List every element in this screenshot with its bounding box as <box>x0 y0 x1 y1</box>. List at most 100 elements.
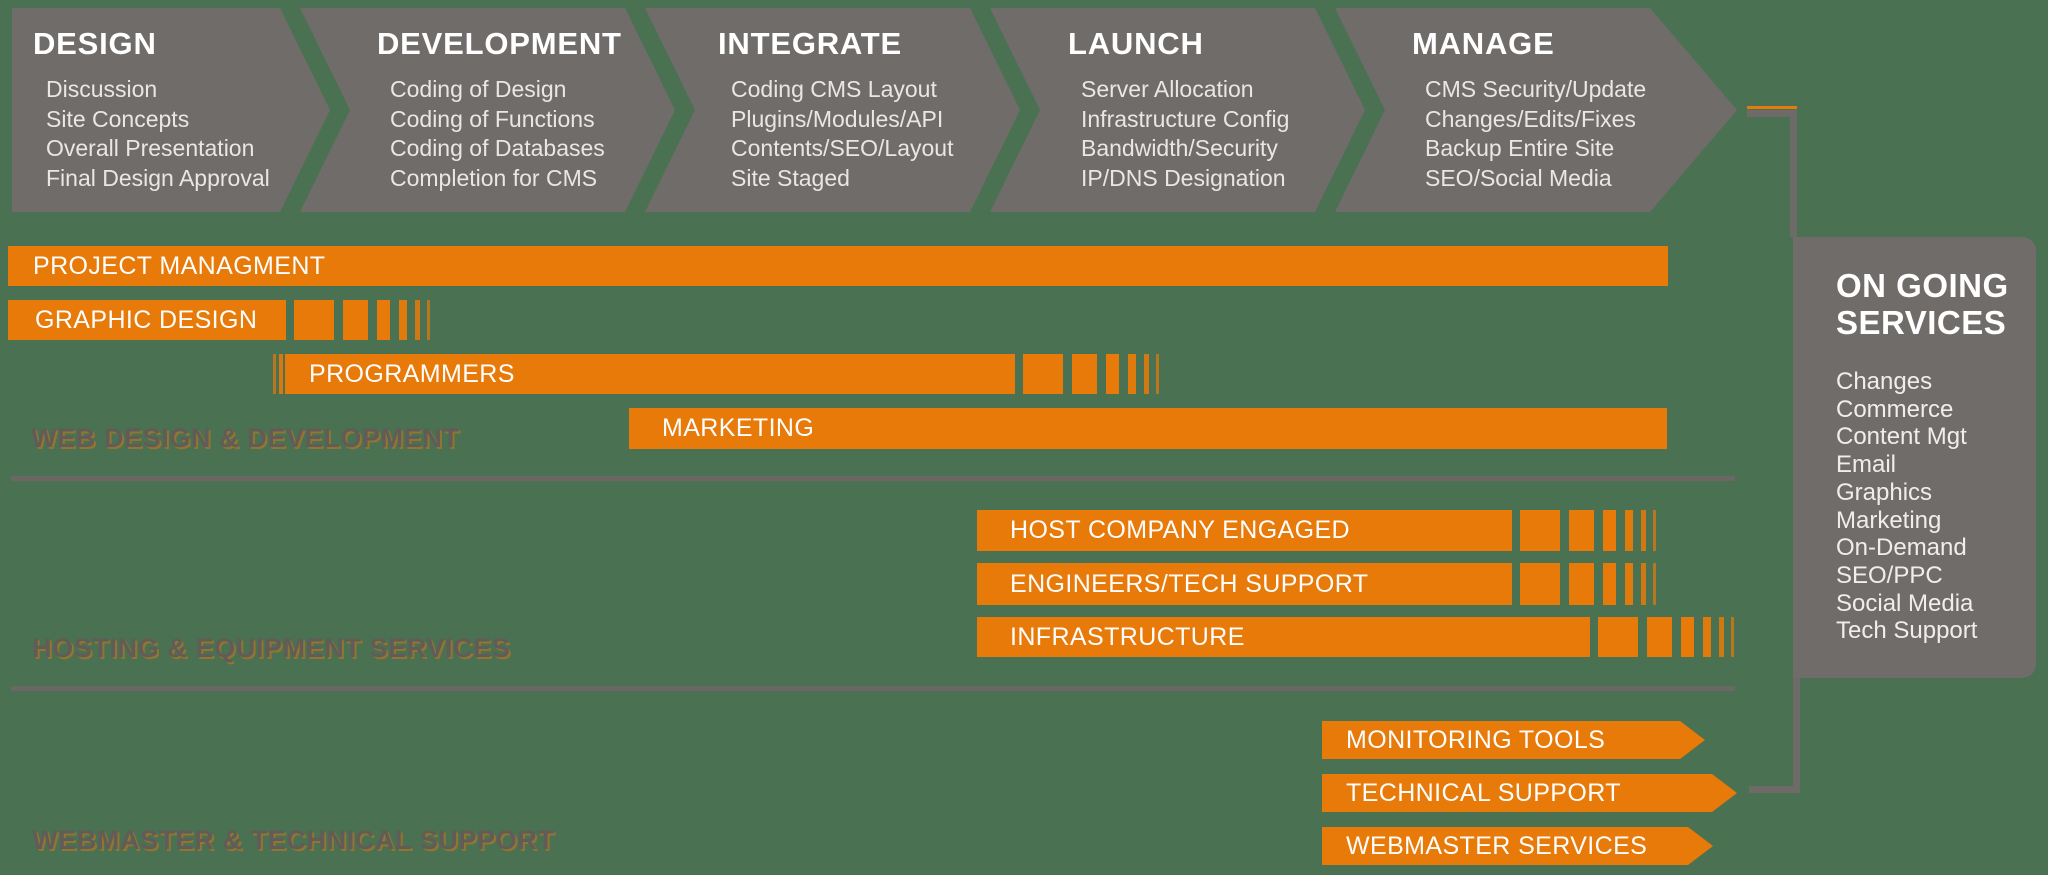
ongoing-item: Marketing <box>1836 506 1942 534</box>
gantt-bar-label: GRAPHIC DESIGN <box>35 305 258 334</box>
section-divider-2 <box>11 686 1735 691</box>
gantt-bar-fade-dash <box>1603 510 1616 551</box>
phase-chevron-launch: LAUNCH Server Allocation Infrastructure … <box>990 8 1365 212</box>
phase-item-list: Coding CMS Layout Plugins/Modules/API Co… <box>718 75 1020 193</box>
phase-item: Coding of Functions <box>390 105 595 132</box>
gantt-bar-fade-dash <box>1603 563 1616 605</box>
ongoing-item: Email <box>1836 451 1897 479</box>
phase-item: Site Concepts <box>46 105 190 132</box>
gantt-bar-marketing: MARKETING <box>629 408 1667 449</box>
phase-item: Changes/Edits/Fixes <box>1425 105 1636 132</box>
phase-item-list: Server Allocation Infrastructure Config … <box>1068 75 1365 193</box>
gantt-bar-label: HOST COMPANY ENGAGED <box>1010 516 1351 544</box>
gantt-bar-fade-dash <box>1719 617 1724 657</box>
phase-item-list: CMS Security/Update Changes/Edits/Fixes … <box>1412 75 1737 193</box>
connector-top-vertical <box>1790 110 1797 237</box>
gantt-bar-fade-dash <box>343 300 368 340</box>
gantt-bar-fade-dash <box>1569 563 1594 605</box>
gantt-bar-fade-dash <box>294 300 334 340</box>
gantt-bar-fade-dash <box>273 354 276 394</box>
gantt-bar-engineers-tech-support: ENGINEERS/TECH SUPPORT <box>977 563 1512 605</box>
section-label-web-design: WEB DESIGN & DEVELOPMENT <box>31 423 460 453</box>
gantt-bar-fade-dash <box>279 354 283 394</box>
gantt-bar-fade-dash <box>1641 510 1646 551</box>
phase-title: DEVELOPMENT <box>377 26 622 61</box>
phase-chevron-development: DEVELOPMENT Coding of Design Coding of F… <box>300 8 675 212</box>
ongoing-item: SEO/PPC <box>1836 561 1943 589</box>
phase-item: Coding of Databases <box>390 135 605 161</box>
ongoing-title-line1: ON GOING <box>1836 267 2009 304</box>
phase-title: LAUNCH <box>1068 26 1204 61</box>
phase-item: Backup Entire Site <box>1425 135 1615 161</box>
phase-title: INTEGRATE <box>718 26 903 61</box>
gantt-bar-fade-dash <box>1128 354 1136 394</box>
gantt-bar-fade-dash <box>1569 510 1594 551</box>
gantt-bar-host-company-engaged: HOST COMPANY ENGAGED <box>977 510 1512 551</box>
gantt-bar-label: ENGINEERS/TECH SUPPORT <box>1010 569 1369 598</box>
gantt-bar-fade-dash <box>1641 563 1646 605</box>
phase-chevron-design: DESIGN Discussion Site Concepts Overall … <box>12 8 330 212</box>
phase-item: SEO/Social Media <box>1425 164 1612 191</box>
phase-title: MANAGE <box>1412 26 1555 61</box>
gantt-bar-fade-dash <box>1681 617 1694 657</box>
ongoing-item: Commerce <box>1836 395 1954 423</box>
phase-item: Site Staged <box>731 164 850 191</box>
connector-bottom-vertical <box>1793 678 1800 790</box>
gantt-bar-label: WEBMASTER SERVICES <box>1346 831 1648 860</box>
gantt-bar-label: INFRASTRUCTURE <box>1010 622 1245 651</box>
gantt-bar-fade-dash <box>427 300 430 340</box>
phase-item: IP/DNS Designation <box>1081 164 1286 191</box>
gantt-bar-fade-dash <box>1653 510 1656 551</box>
gantt-bar-fade-dash <box>415 300 420 340</box>
gantt-bar-project-management: PROJECT MANAGMENT <box>8 246 1668 286</box>
gantt-bar-fade-dash <box>1703 617 1711 657</box>
gantt-bar-label: TECHNICAL SUPPORT <box>1346 778 1621 807</box>
gantt-bar-fade-dash <box>1106 354 1119 394</box>
ongoing-services-title: ON GOING SERVICES <box>1836 267 2026 341</box>
phase-item-list: Discussion Site Concepts Overall Present… <box>33 75 330 193</box>
phase-item: Contents/SEO/Layout <box>731 135 954 161</box>
connector-top-accent <box>1747 106 1797 109</box>
gantt-bar-fade-dash <box>399 300 407 340</box>
gantt-bar-fade-dash <box>1647 617 1672 657</box>
phase-item: Final Design Approval <box>46 164 270 191</box>
gantt-bar-fade-dash <box>377 300 390 340</box>
phase-title: DESIGN <box>33 26 157 61</box>
phase-item: Server Allocation <box>1081 76 1254 102</box>
section-divider-1 <box>11 476 1735 481</box>
phase-item: Discussion <box>46 76 158 102</box>
phase-item: Bandwidth/Security <box>1081 135 1278 161</box>
ongoing-item: On-Demand <box>1836 534 1967 562</box>
gantt-bar-fade-dash <box>1023 354 1063 394</box>
gantt-bar-fade-dash <box>1598 617 1638 657</box>
gantt-bar-infrastructure: INFRASTRUCTURE <box>977 617 1590 657</box>
ongoing-title-line2: SERVICES <box>1836 304 2007 341</box>
gantt-bar-fade-dash <box>1144 354 1149 394</box>
phase-item: Infrastructure Config <box>1081 105 1290 132</box>
gantt-bar-graphic-design: GRAPHIC DESIGN <box>8 300 286 340</box>
gantt-bar-fade-dash <box>1653 563 1656 605</box>
phase-chevron-integrate: INTEGRATE Coding CMS Layout Plugins/Modu… <box>645 8 1020 212</box>
phase-item-list: Coding of Design Coding of Functions Cod… <box>377 75 675 193</box>
ongoing-item: Social Media <box>1836 589 1974 617</box>
gantt-bar-label: PROGRAMMERS <box>309 359 515 388</box>
gantt-bar-fade-dash <box>1520 510 1560 551</box>
connector-bottom-horizontal <box>1749 786 1800 793</box>
phase-item: Coding of Design <box>390 76 567 102</box>
phase-item: Overall Presentation <box>46 135 255 161</box>
phase-item: Coding CMS Layout <box>731 76 937 102</box>
phase-item: CMS Security/Update <box>1425 76 1647 102</box>
phase-chevron-manage: MANAGE CMS Security/Update Changes/Edits… <box>1335 8 1737 212</box>
gantt-bar-fade-dash <box>1731 617 1734 657</box>
gantt-bar-monitoring-tools: MONITORING TOOLS <box>1322 721 1705 759</box>
gantt-bar-fade-dash <box>1156 354 1159 394</box>
gantt-bar-fade-dash <box>1072 354 1097 394</box>
gantt-bar-fade-dash <box>1625 563 1633 605</box>
section-label-webmaster: WEBMASTER & TECHNICAL SUPPORT <box>32 825 555 855</box>
phase-item: Plugins/Modules/API <box>731 105 944 132</box>
connector-top-horizontal <box>1747 110 1797 117</box>
ongoing-item: Changes <box>1836 368 1933 395</box>
